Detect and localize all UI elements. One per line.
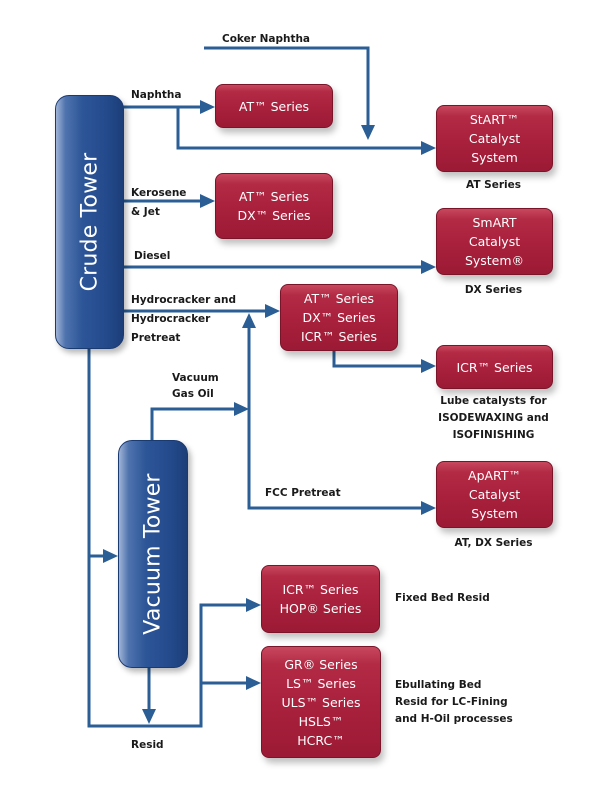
catalyst-box-naphtha-at: AT™ Series [215,84,333,128]
flow-fcc-arrowhead-icon [421,501,436,515]
stream-label-line: Hydrocracker and [131,294,236,306]
stream-label-kerosene: Kerosene & Jet [131,184,186,222]
stream-label-vacuum-gas-oil: Vacuum Gas Oil [172,370,219,402]
stream-label-coker-naphtha: Coker Naphtha [222,30,310,49]
catalyst-box-line: Catalyst [468,487,521,502]
catalyst-box-line: ULS™ Series [281,694,361,710]
stream-label-line: Hydrocracker [131,313,211,325]
stream-label-resid: Resid [131,736,164,755]
flow-vgo-trunk-arrowhead-icon [242,313,256,328]
catalyst-box-apart: ApART™ Catalyst System [436,461,553,528]
flow-crude-bottoms [87,347,251,728]
flow-ebullating-arrowhead-icon [246,676,261,690]
catalyst-box-line: ICR™ Series [456,359,533,375]
caption-smart: DX Series [436,282,551,299]
flow-naphtha-arrowhead-icon [200,100,215,114]
catalyst-box-kerosene: AT™ Series DX™ Series [215,173,333,239]
caption-line: Fixed Bed Resid [395,592,490,604]
stream-label-line: Naphtha [131,89,182,101]
stream-label-line: Resid [131,739,164,751]
catalyst-box-line: Catalyst [468,131,521,146]
catalyst-box-line: System® [464,253,525,268]
flow-crude-to-vacuum-arrowhead-icon [103,549,118,563]
stream-label-naphtha: Naphtha [131,86,181,105]
caption-line: ISODEWAXING and [438,412,549,424]
crude-tower: Crude Tower [55,95,124,349]
caption-line: AT, DX Series [454,537,533,549]
catalyst-box-line: StART™ [469,112,520,127]
catalyst-box-line: LS™ Series [286,675,356,691]
caption-lube: Lube catalysts for ISODEWAXING and ISOFI… [420,393,567,444]
stream-label-line: FCC Pretreat [265,487,341,499]
stream-label-line: Kerosene [131,187,187,199]
flow-vacuum-bottoms-arrowhead-icon [142,709,156,724]
stream-label-hydrocracker: Hydrocracker and Hydrocracker Pretreat [131,291,236,348]
flow-lube [332,349,426,368]
caption-line: and H-Oil processes [395,713,513,725]
catalyst-box-line: GR® Series [284,656,358,672]
catalyst-box-line: HCRC™ [297,732,345,748]
catalyst-box-line: AT™ Series [303,291,375,306]
catalyst-box-line: SmART [472,215,517,230]
flow-coker-naphtha-arrowhead-icon [361,125,375,140]
catalyst-box-line: AT™ Series [238,98,310,114]
flow-coker-naphtha [204,46,370,128]
flow-vgo-arrowhead-icon [234,402,249,416]
catalyst-box-line: DX™ Series [302,310,376,325]
flow-naphtha-start-arrowhead-icon [421,141,436,155]
catalyst-box-line: AT™ Series [238,189,310,204]
catalyst-box-line: HOP® Series [279,601,362,616]
caption-apart: AT, DX Series [436,535,551,552]
crude-tower-label: Crude Tower [77,152,102,292]
caption-line: AT Series [466,179,521,191]
catalyst-box-line: Catalyst [468,234,521,249]
catalyst-box-fixed-bed: ICR™ Series HOP® Series [261,565,380,633]
catalyst-box-line: DX™ Series [237,208,311,223]
catalyst-box-line: ApART™ [468,468,521,483]
catalyst-box-line: System [471,506,518,521]
stream-label-line: Pretreat [131,332,181,344]
flow-kerosene-arrowhead-icon [200,194,215,208]
caption-line: Lube catalysts for [440,395,547,407]
flow-hydrocracker-arrowhead-icon [265,304,280,318]
catalyst-box-line: System [471,150,518,165]
flow-diesel-arrowhead-icon [421,260,436,274]
vacuum-tower: Vacuum Tower [118,440,188,668]
caption-line: DX Series [464,284,523,296]
catalyst-box-ebullating: GR® Series LS™ Series ULS™ Series HSLS™ … [261,646,381,758]
stream-label-line: Diesel [134,250,171,262]
caption-start: AT Series [436,177,551,194]
catalyst-box-hydrocracker: AT™ Series DX™ Series ICR™ Series [280,284,398,351]
stream-label-fcc-pretreat: FCC Pretreat [265,484,341,503]
caption-ebullating: Ebullating Bed Resid for LC-Fining and H… [395,677,513,728]
flow-vgo [150,407,236,440]
catalyst-box-line: ICR™ Series [282,582,359,597]
stream-label-line: Coker Naphtha [222,33,311,45]
catalyst-box-smart: SmART Catalyst System® [436,208,553,275]
flow-fcc [247,505,426,510]
caption-fixed-bed: Fixed Bed Resid [395,589,490,608]
caption-line: ISOFINISHING [452,429,535,441]
caption-line: Resid for LC-Fining [395,696,508,708]
catalyst-box-start: StART™ Catalyst System [436,105,553,172]
catalyst-box-line: HSLS™ [298,713,344,729]
stream-label-line: & Jet [131,206,160,218]
catalyst-box-lube-icr: ICR™ Series [436,345,553,389]
stream-label-diesel: Diesel [134,247,170,266]
stream-label-line: Gas Oil [172,388,214,400]
flow-fixed-bed-arrowhead-icon [246,598,261,612]
caption-line: Ebullating Bed [395,679,482,691]
flow-naphtha-start [176,107,426,150]
stream-label-line: Vacuum [172,372,219,384]
flow-lube-arrowhead-icon [421,359,436,373]
vacuum-tower-label: Vacuum Tower [140,473,166,635]
catalyst-box-line: ICR™ Series [300,329,377,344]
